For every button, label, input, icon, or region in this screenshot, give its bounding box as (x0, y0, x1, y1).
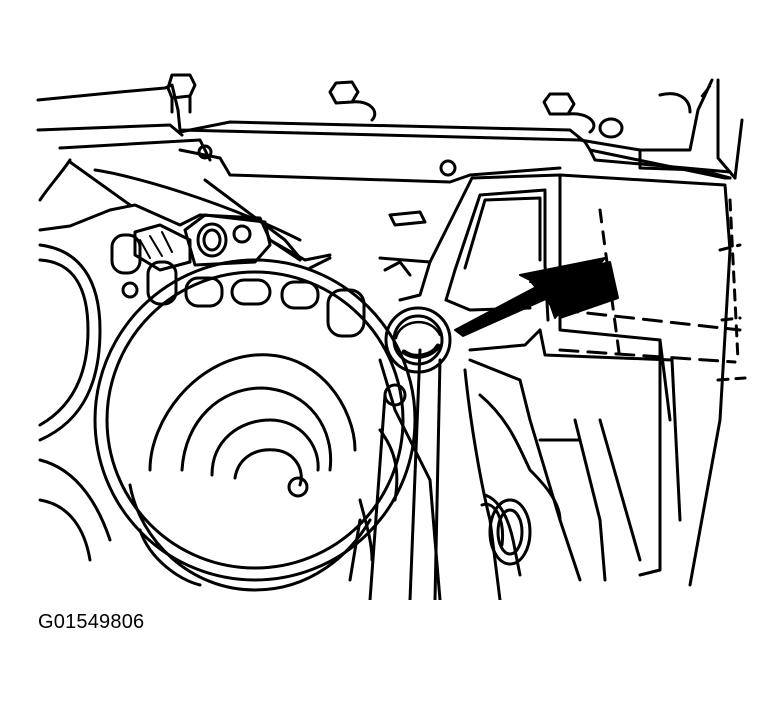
engine-block (38, 148, 747, 600)
upper-cover (36, 78, 744, 180)
coolant-passage-seal (384, 306, 452, 374)
cylinder-bore (93, 258, 417, 592)
head-gasket (38, 144, 532, 582)
sensor-fitting (133, 210, 427, 277)
figure-id-label: G01549806 (38, 611, 145, 633)
engine-block-illustration (36, 73, 747, 600)
indicator-arrow (454, 257, 619, 337)
mounting-bolt (166, 73, 624, 139)
